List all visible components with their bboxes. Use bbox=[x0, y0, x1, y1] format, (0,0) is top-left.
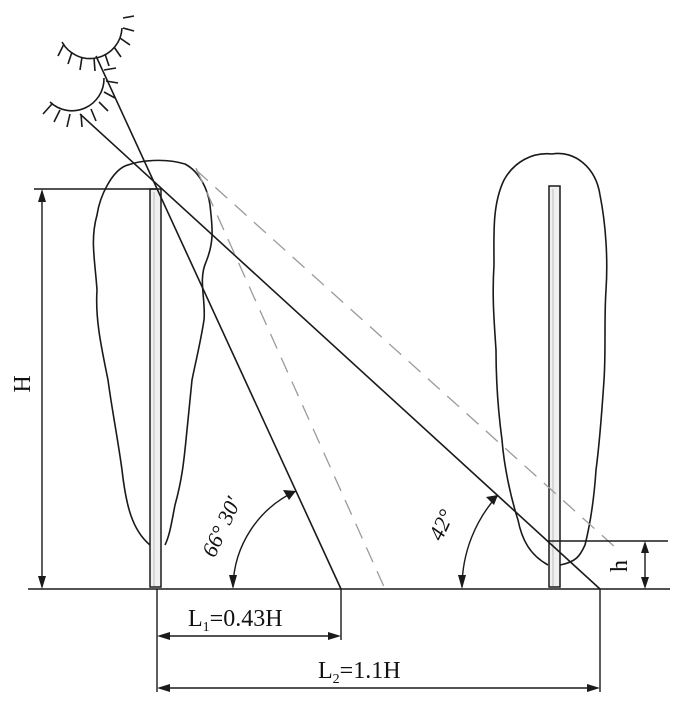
sun-high-icon bbox=[57, 15, 135, 72]
label-L2: L2=1.1H bbox=[318, 658, 401, 687]
label-H: H bbox=[10, 375, 36, 392]
angle-arc-2 bbox=[461, 494, 499, 588]
sun-low-icon bbox=[42, 67, 119, 128]
left-tree-crown bbox=[92, 159, 213, 546]
ray-low-sun bbox=[79, 113, 601, 590]
right-pole bbox=[548, 185, 561, 588]
angle-arc-1 bbox=[232, 490, 297, 588]
label-h: h bbox=[607, 560, 633, 572]
label-angle-1: 66° 30′ bbox=[197, 492, 247, 561]
label-angle-2: 42° bbox=[423, 505, 459, 544]
right-tree-crown bbox=[492, 152, 608, 566]
left-pole bbox=[149, 188, 162, 588]
label-L1: L1=0.43H bbox=[188, 606, 283, 635]
ray-dashed-shallow bbox=[195, 169, 617, 549]
ray-high-sun bbox=[95, 55, 342, 590]
